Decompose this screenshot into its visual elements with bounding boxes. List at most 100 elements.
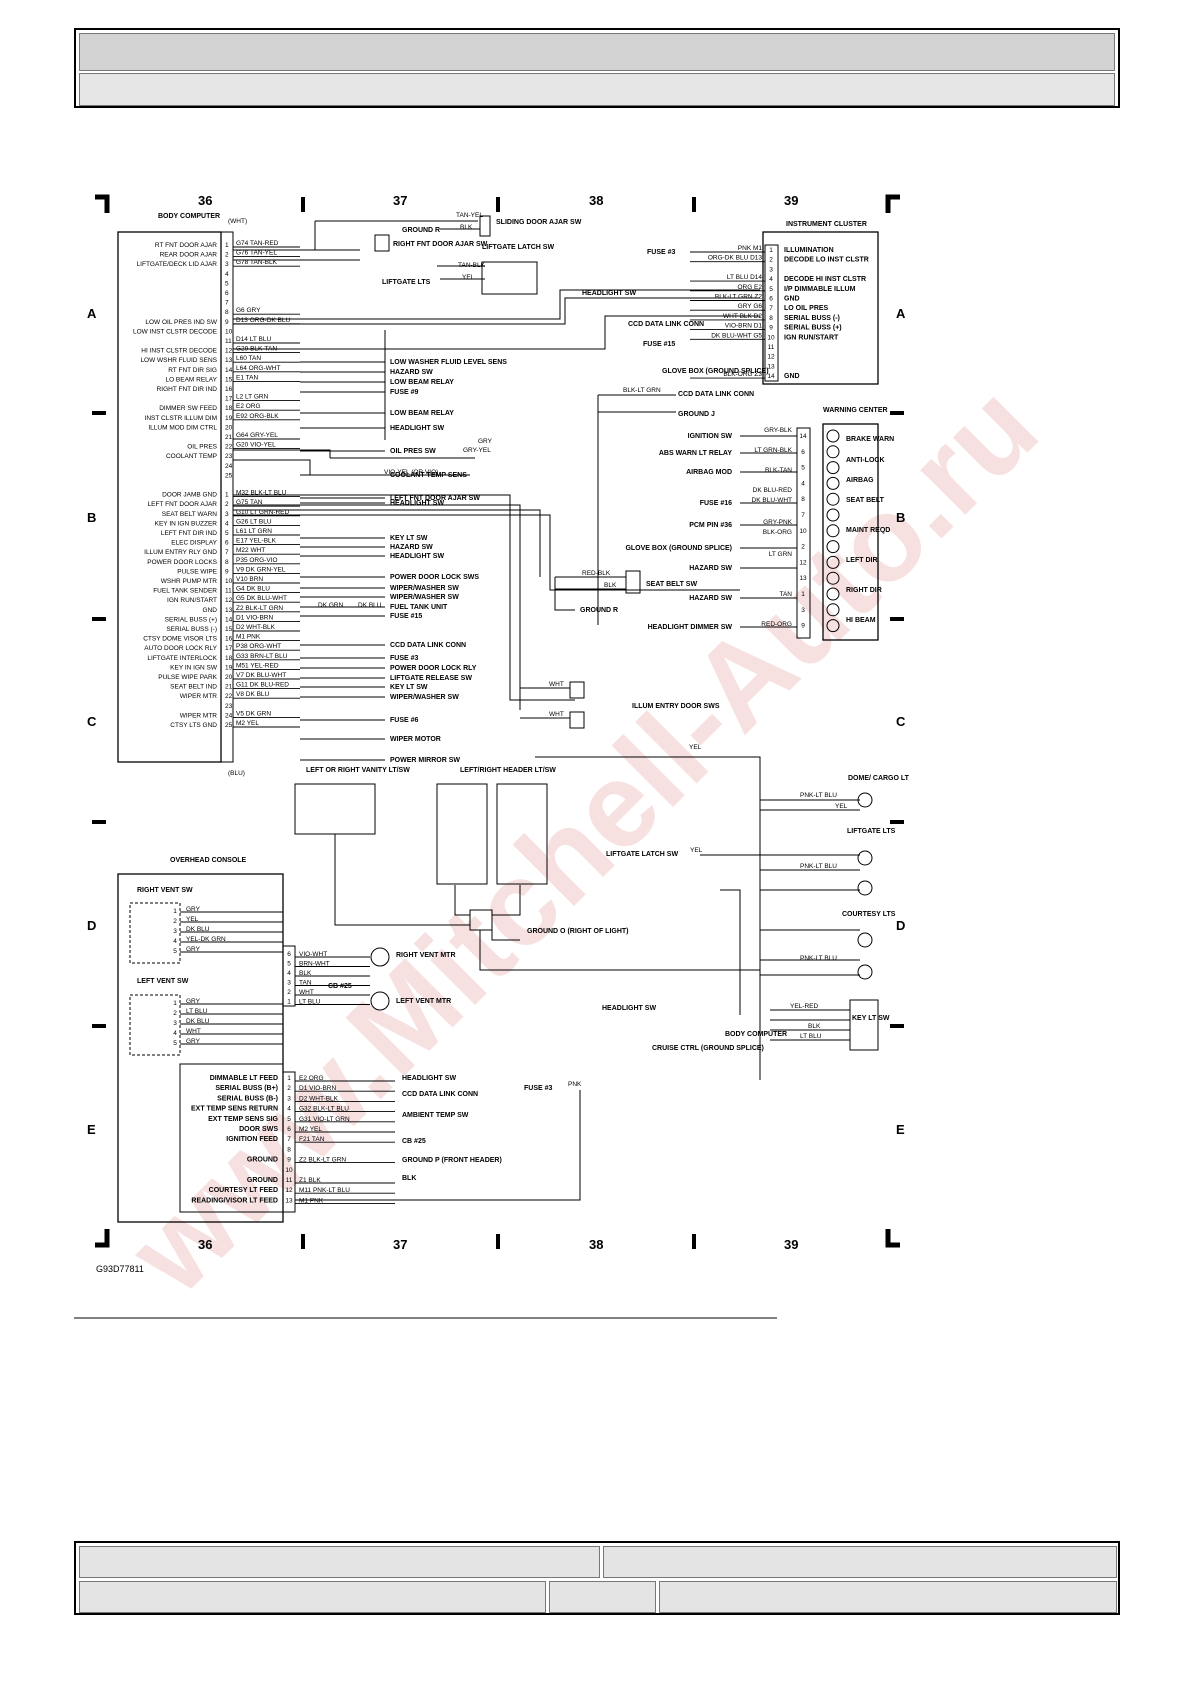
wire-yel-top: YEL [462,274,475,281]
wc-source-label: FUSE #16 [700,500,732,507]
wc-wire-label: GRY-PNK [763,519,793,526]
col-label-37: 37 [393,193,407,208]
bc-pin-label: DOOR JAMB GND [162,492,217,499]
bc-wire-label: G20 VIO-YEL [236,442,276,449]
feed-pin-label: READING/VISOR LT FEED [191,1197,278,1204]
header-subtitle-bar [79,73,1115,106]
ic-pin-label: IGN RUN/START [784,334,839,341]
wc-source-label: PCM PIN #36 [689,522,732,529]
ic-pin-number: 10 [767,334,775,341]
footer-frame [74,1541,1120,1615]
wire-red-blk: RED-BLK [582,570,611,577]
ic-wire-blk-lt-grn: BLK-LT GRN [623,387,661,394]
top-components [233,215,760,476]
warning-center-box [822,423,879,641]
right-vent-sw-box [129,902,181,964]
destination-label: FUEL TANK UNIT [390,604,448,611]
ic-pin-number: 11 [768,344,775,351]
bc-pin-number: 4 [225,520,229,527]
corner-marks [95,194,900,1248]
row-label-e-right: E [896,1122,905,1137]
bc-pin-label: LOW INST CLSTR DECODE [133,328,218,335]
destination-label: HEADLIGHT SW [390,425,444,432]
feed-wire-label: M1 PNK [299,1197,324,1204]
bc-pin-number: 10 [225,328,233,335]
feed-wire-label: G32 BLK-LT BLU [299,1106,349,1113]
wc-lamp-icon [826,524,840,538]
bc-pin-number: 13 [225,607,233,614]
motor-wire-label: TAN [299,980,312,987]
footer-cell-5 [659,1581,1117,1613]
bc-pin-label: LO BEAM RELAY [165,376,217,383]
row-label-b: B [87,510,96,525]
bc-pin-number: 13 [225,357,233,364]
ic-feed-glove-box: GLOVE BOX (GROUND SPLICE) [662,368,769,375]
ic-feed-fuse3: FUSE #3 [647,249,676,256]
ic-pin-label: ILLUMINATION [784,247,834,254]
feed-pin-number: 3 [287,1095,291,1102]
bc-pin-number: 19 [225,415,233,422]
motor-pin-number: 3 [287,980,291,987]
left-vent-wire-label: GRY [186,1038,201,1045]
feed-wire-label: Z2 BLK-LT GRN [299,1157,346,1164]
wc-wire-label: DK BLU-WHT [752,497,792,504]
ic-pin-label: SERIAL BUSS (-) [784,315,840,322]
row-label-c-right: C [896,714,906,729]
bc-pin-number: 23 [225,703,233,710]
left-vent-pin: 3 [173,1020,177,1027]
bc-pin-number: 2 [225,501,229,508]
bc-pin-label: LEFT FNT DIR IND [161,530,217,537]
bc-pin-label: SERIAL BUSS (-) [166,626,217,633]
bc-pin-label: WIPER MTR [180,712,217,719]
ic-pin-number: 3 [769,266,773,273]
body-computer-conn-blu: (BLU) [228,770,245,777]
ic-pin-label: GND [784,296,800,303]
feed-wire-label: Z1 BLK [299,1177,321,1184]
bc-wire-label: L61 LT GRN [236,528,272,535]
destination-label: POWER MIRROR SW [390,757,460,764]
cb25-label: CB #25 [328,983,352,990]
left-vent-wire-label: GRY [186,998,201,1005]
bc-wire-label: G4 DK BLU [236,586,270,593]
destination-label: HEADLIGHT SW [390,553,444,560]
row-label-e: E [87,1122,96,1137]
left-vent-wire-label: LT BLU [186,1008,208,1015]
bc-pin-label: FUEL TANK SENDER [153,588,217,595]
bc-pin-label: LOW OIL PRES IND SW [145,319,217,326]
rl-wire-pnk-lt-blu-3: PNK-LT BLU [800,955,837,962]
feed-pin-number: 2 [287,1085,291,1092]
feed-destination-label: CB #25 [402,1138,426,1145]
wc-lamp-label: HI BEAM [846,617,876,624]
ic-pin-number: 8 [769,315,773,322]
left-vent-pin: 5 [173,1040,177,1047]
destination-label: POWER DOOR LOCK SWS [390,574,479,581]
right-vent-wire-label: DK BLU [186,926,210,933]
left-vent-wire-label: DK BLU [186,1018,210,1025]
bc-pin-number: 7 [225,549,229,556]
body-computer-lower-label: BODY COMPUTER [725,1031,787,1038]
wc-lamp-icon [826,540,840,554]
overhead-console-title: OVERHEAD CONSOLE [170,857,247,864]
feed-destination-label: GROUND P (FRONT HEADER) [402,1157,502,1164]
feed-pin-number: 7 [287,1136,291,1143]
wc-pin-number: 4 [801,480,805,487]
wc-wire-label: BLK-TAN [765,467,792,474]
body-computer-conn-wht: (WHT) [228,218,247,225]
bc-wire-label: E92 ORG-BLK [236,413,279,420]
ic-wire-label: BLK-ORG Z3 [723,371,762,378]
bc-pin-number: 25 [225,722,233,729]
destination-label: LEFT FNT DOOR AJAR SW [390,495,480,502]
feed-pin-number: 12 [285,1187,293,1194]
bc-pin-number: 1 [225,492,229,499]
bc-pin-label: IGN RUN/START [167,597,217,604]
bc-wire-label: G74 TAN-RED [236,240,279,247]
motor-pin-number: 1 [287,999,291,1006]
bc-wire-label: V5 DK GRN [236,710,271,717]
right-vent-wire-label: YEL-DK GRN [186,936,226,943]
feed-pin-label: EXT TEMP SENS SIG [208,1116,278,1123]
ic-pin-label: GND [784,373,800,380]
bc-pin-label: SEAT BELT WARN [162,511,218,518]
bc-pin-number: 6 [225,290,229,297]
row-label-c: C [87,714,97,729]
